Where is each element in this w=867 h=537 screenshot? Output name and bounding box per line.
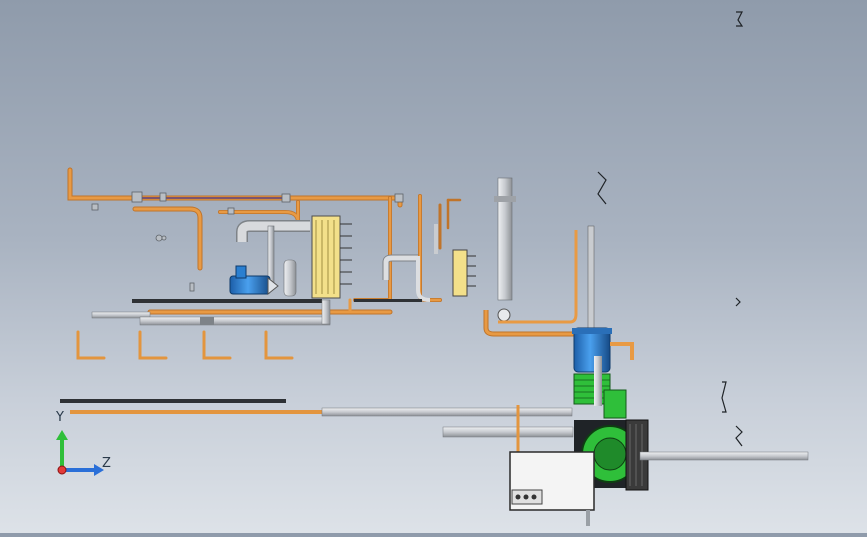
tall-grey-pipe bbox=[483, 177, 580, 337]
heat-exchanger-right bbox=[434, 224, 476, 297]
orange-drain-pipes bbox=[76, 330, 294, 360]
axis-label-z: Z bbox=[102, 456, 111, 471]
origin-dot-icon bbox=[57, 465, 67, 475]
blue-pump bbox=[229, 265, 279, 296]
triad-icon bbox=[56, 430, 104, 476]
vertical-pump-unit bbox=[572, 225, 809, 491]
grey-pipe-run bbox=[91, 299, 331, 326]
center-grey-pipes bbox=[382, 254, 431, 302]
frame-rods bbox=[60, 299, 422, 403]
axis-label-y: Y bbox=[56, 410, 64, 425]
profile-sketches bbox=[597, 11, 744, 447]
fittings bbox=[91, 191, 404, 292]
heat-exchanger-left bbox=[311, 215, 352, 299]
grey-elbow-pipe bbox=[236, 220, 310, 297]
long-lower-pipe bbox=[70, 405, 574, 455]
control-box bbox=[509, 451, 595, 526]
